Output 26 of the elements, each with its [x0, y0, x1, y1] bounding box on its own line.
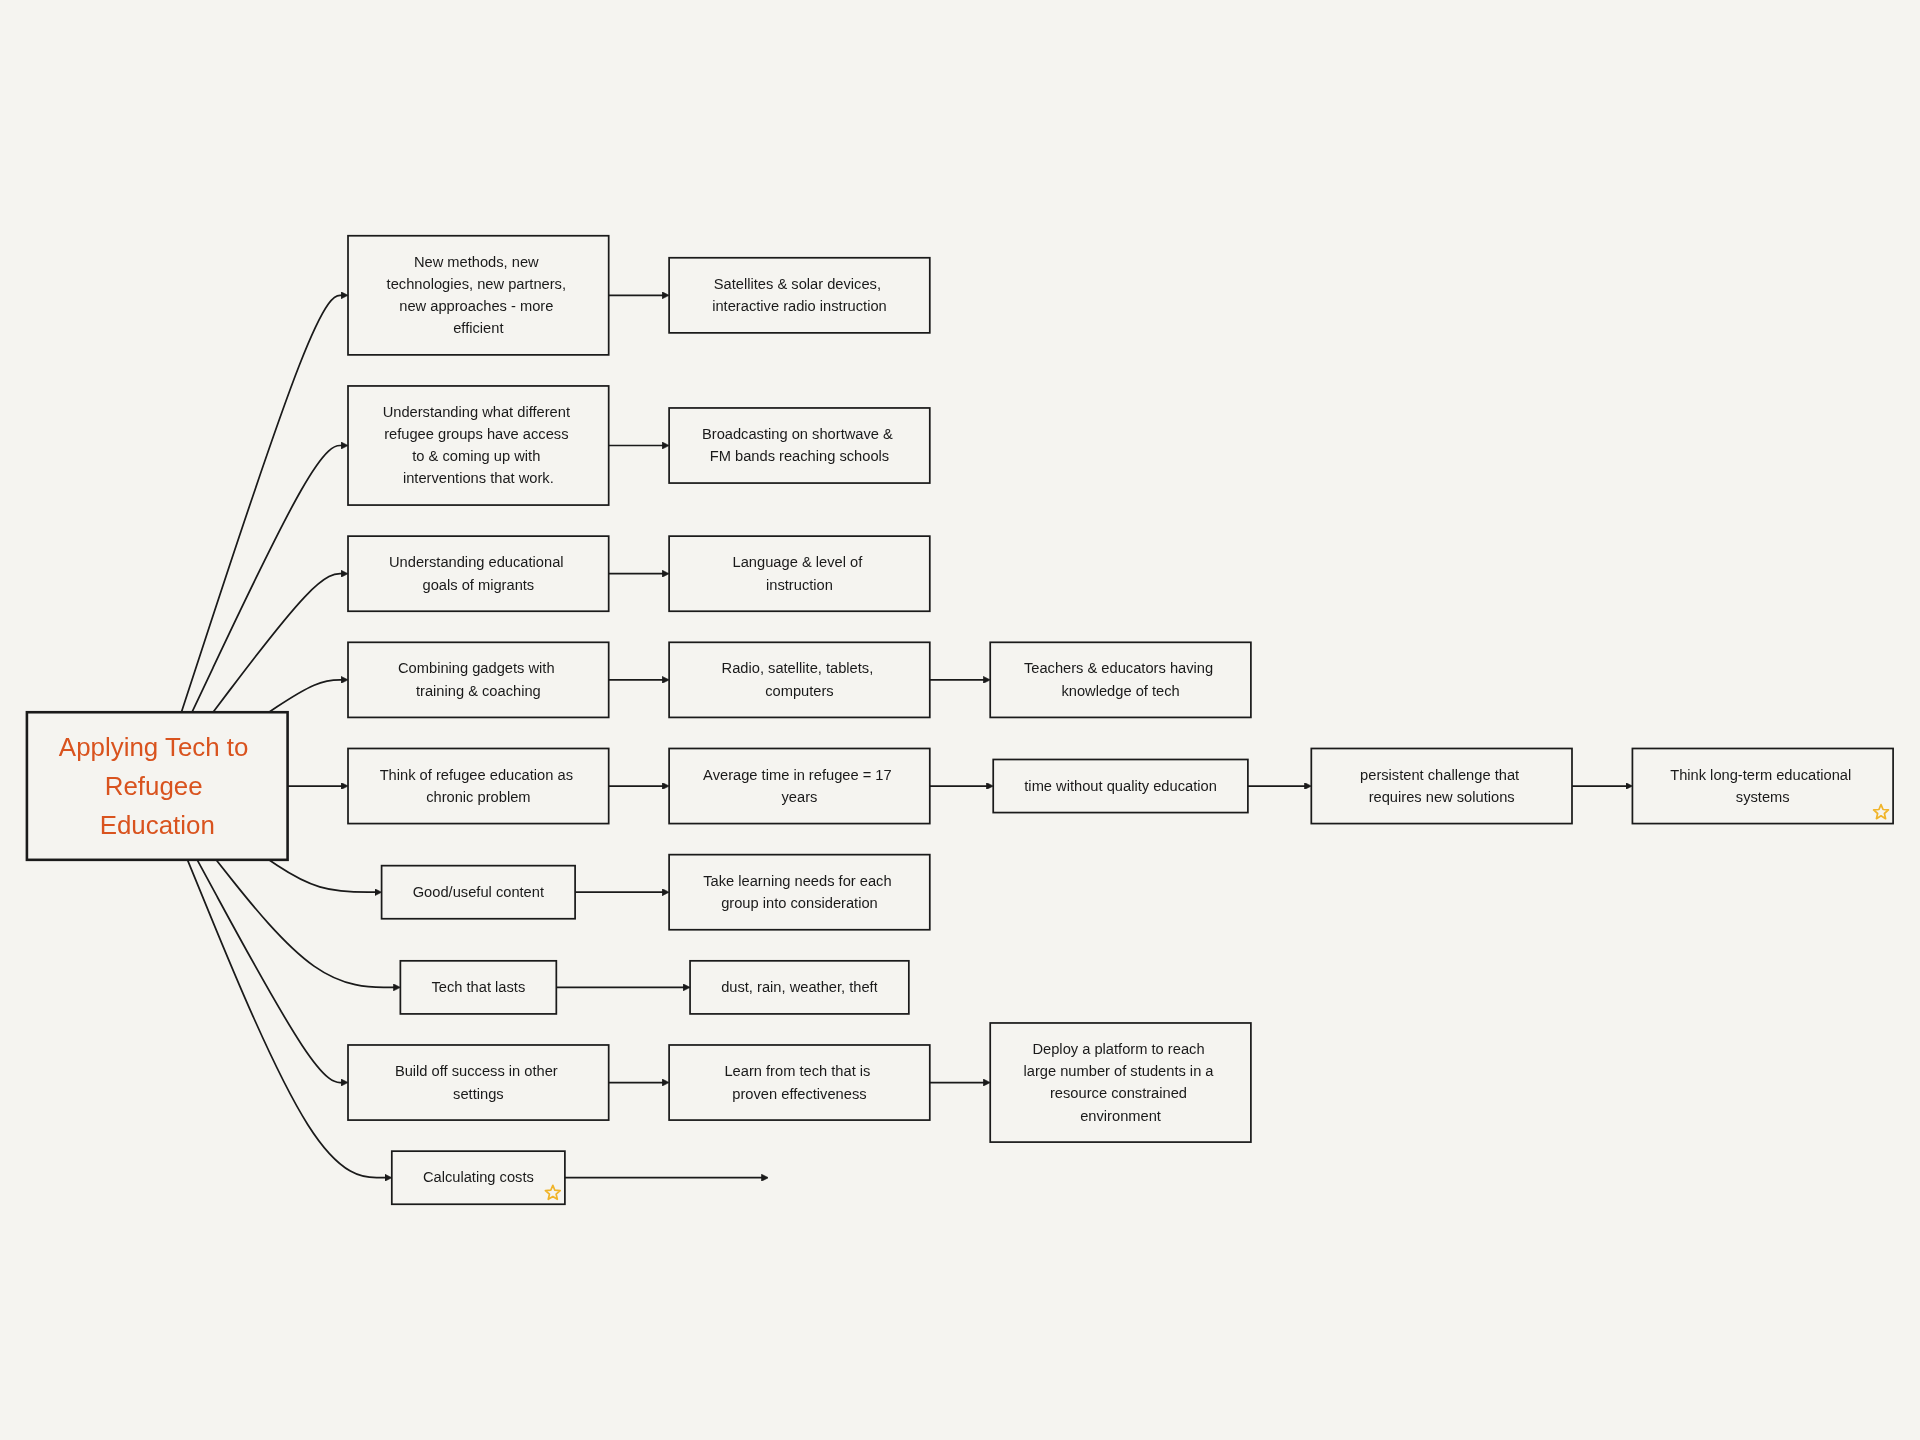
node-box: Satellites & solar devices, interactive radio instruction [668, 256, 931, 334]
node-box: Understanding what different refugee groups have access to & coming up with interventions that work. [347, 385, 610, 506]
node-box: Tech that lasts [399, 959, 558, 1015]
node-box: Broadcasting on shortwave & FM bands reaching schools [668, 407, 931, 484]
node-box: Build off success in other settings [347, 1044, 610, 1121]
node-box: time without quality education [992, 758, 1249, 814]
node-box: Combining gadgets with training & coaching [347, 641, 610, 719]
node-box: New methods, new technologies, new partners, new approaches - more efficient [347, 234, 610, 356]
node-box: Think long-term educational systems [1631, 747, 1894, 825]
arrow [1571, 782, 1633, 790]
node-box: Deploy a platform to reach large number of students in a resource constrained environment [989, 1022, 1252, 1143]
node-box: Radio, satellite, tablets, computers [668, 641, 931, 719]
node-box: Take learning needs for each group into consideration [668, 853, 931, 931]
node-box: Teachers & educators having knowledge of tech [989, 641, 1252, 719]
node-box: Applying Tech to Refugee Education [25, 710, 289, 862]
node-box: Learn from tech that is proven effectiveness [668, 1044, 931, 1121]
node-box: Good/useful content [380, 864, 576, 920]
node-box: persistent challenge that requires new solutions [1310, 747, 1573, 825]
node-box: Understanding educational goals of migrants [347, 535, 610, 613]
node-box: dust, rain, weather, theft [689, 959, 910, 1015]
node-box: Calculating costs [390, 1150, 566, 1206]
node-box: Language & level of instruction [668, 535, 931, 613]
node-box: Average time in refugee = 17 years [668, 747, 931, 825]
arrow [1247, 782, 1312, 790]
node-box: Think of refugee education as chronic problem [347, 747, 610, 825]
arrow [564, 1173, 769, 1182]
